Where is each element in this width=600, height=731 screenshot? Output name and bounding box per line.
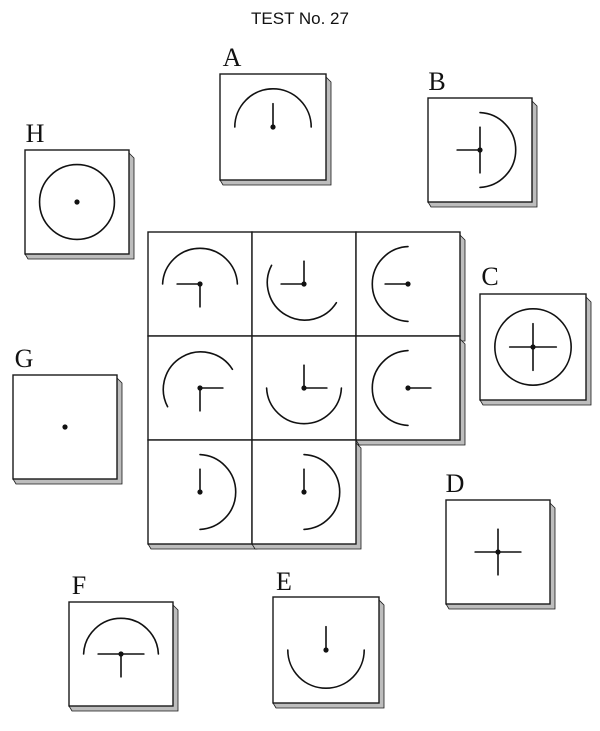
- option-c[interactable]: [479, 293, 592, 406]
- center-dot: [495, 549, 501, 555]
- arc-mark-left-bottom: [266, 264, 338, 321]
- matrix-grid: [147, 231, 466, 550]
- tile-face: [251, 439, 357, 545]
- grid-cell-4: [147, 335, 258, 446]
- center-dot: [477, 147, 483, 153]
- arc-mark-left-top: [162, 351, 234, 408]
- option-g[interactable]: [12, 374, 123, 485]
- grid-cell-3: [355, 231, 466, 342]
- answer-options: A B C D E F G H: [12, 43, 592, 712]
- circle-mark: [494, 308, 572, 386]
- center-dot: [62, 424, 68, 430]
- option-label: F: [72, 571, 86, 600]
- center-dot: [118, 651, 124, 657]
- option-d[interactable]: [445, 499, 556, 610]
- grid-cell-7: [147, 439, 258, 550]
- center-dot: [301, 385, 307, 391]
- arc-mark-right: [199, 453, 237, 531]
- center-dot: [301, 489, 307, 495]
- grid-cell-8: [251, 439, 362, 550]
- center-dot: [197, 489, 203, 495]
- center-dot: [301, 281, 307, 287]
- grid-cell-5: [251, 335, 362, 446]
- arc-mark-left: [371, 349, 409, 427]
- option-label: B: [428, 67, 445, 96]
- center-dot: [530, 344, 536, 350]
- test-title: TEST No. 27: [251, 9, 349, 28]
- circle-mark: [38, 163, 116, 241]
- arc-mark-right: [303, 453, 341, 531]
- center-dot: [74, 199, 80, 205]
- option-label: A: [223, 43, 242, 72]
- center-dot: [405, 281, 411, 287]
- center-dot: [197, 385, 203, 391]
- center-dot: [323, 647, 329, 653]
- arc-mark-bottom: [287, 649, 365, 689]
- option-b[interactable]: [427, 97, 538, 208]
- center-dot: [197, 281, 203, 287]
- arc-mark-top: [161, 247, 239, 285]
- option-label: D: [446, 469, 465, 498]
- option-e[interactable]: [272, 596, 385, 709]
- arc-mark-top: [82, 617, 160, 655]
- option-f[interactable]: [68, 601, 179, 712]
- center-dot: [270, 124, 276, 130]
- option-label: E: [276, 567, 292, 596]
- grid-cell-6: [355, 335, 466, 446]
- arc-mark-left: [371, 245, 409, 323]
- arc-mark-bottom: [265, 387, 343, 425]
- option-a[interactable]: [219, 73, 332, 186]
- option-label: H: [26, 119, 45, 148]
- option-h[interactable]: [24, 149, 135, 260]
- option-label: G: [15, 344, 34, 373]
- grid-cell-2: [251, 231, 362, 342]
- grid-cell-1: [147, 231, 258, 342]
- arc-mark-top: [234, 88, 312, 128]
- center-dot: [405, 385, 411, 391]
- option-label: C: [481, 262, 498, 291]
- arc-mark-right: [479, 111, 517, 189]
